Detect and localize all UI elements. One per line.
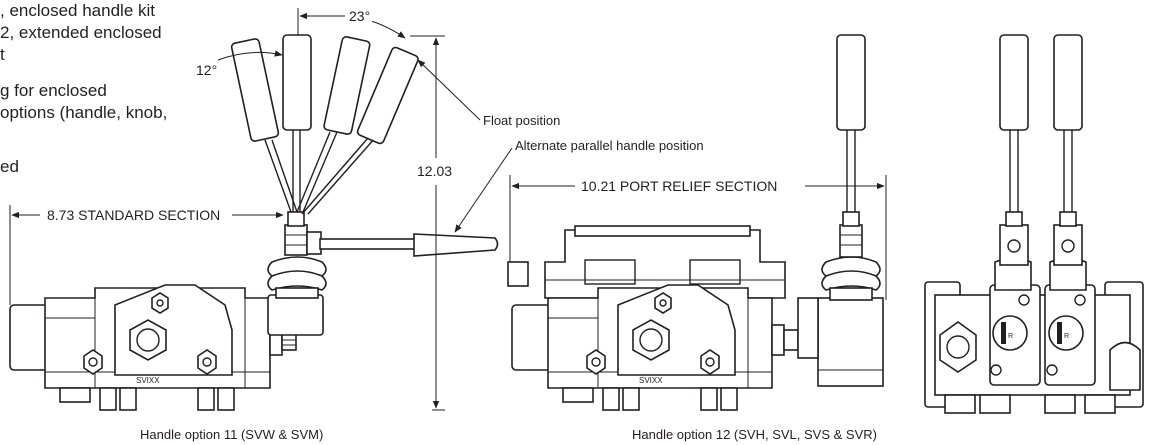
intro-line-4: g for enclosed	[0, 81, 107, 100]
intro-line-2: 2, extended enclosed	[0, 23, 162, 42]
height-dimension-label: 12.03	[415, 163, 455, 179]
port-relief-section-dimension: 10.21 PORT RELIEF SECTION	[578, 178, 781, 194]
angle-23-label: 23°	[347, 8, 373, 24]
valve-right-view: R R	[924, 34, 1144, 414]
intro-line-5: options (handle, knob,	[0, 103, 168, 122]
valve-left-view	[9, 8, 513, 411]
svg-text:R: R	[1008, 333, 1013, 340]
handle-positions	[230, 34, 419, 215]
float-position-callout: Float position	[483, 113, 561, 128]
valve-middle-view	[507, 34, 887, 411]
standard-section-dimension: 8.73 STANDARD SECTION	[44, 207, 224, 223]
valve-mark-middle: SVIXX	[639, 376, 663, 385]
caption-option-11: Handle option 11 (SVW & SVM)	[140, 427, 324, 442]
caption-option-12: Handle option 12 (SVH, SVL, SVS & SVR)	[632, 427, 877, 442]
intro-line-3: t	[0, 45, 5, 64]
valve-mark-left: SVIXX	[136, 376, 160, 385]
angle-12-label: 12°	[196, 62, 218, 78]
intro-line-7: ed	[0, 157, 19, 176]
alternate-parallel-callout: Alternate parallel handle position	[515, 138, 704, 153]
intro-line-1: , enclosed handle kit	[0, 1, 155, 20]
svg-text:R: R	[1064, 333, 1069, 340]
